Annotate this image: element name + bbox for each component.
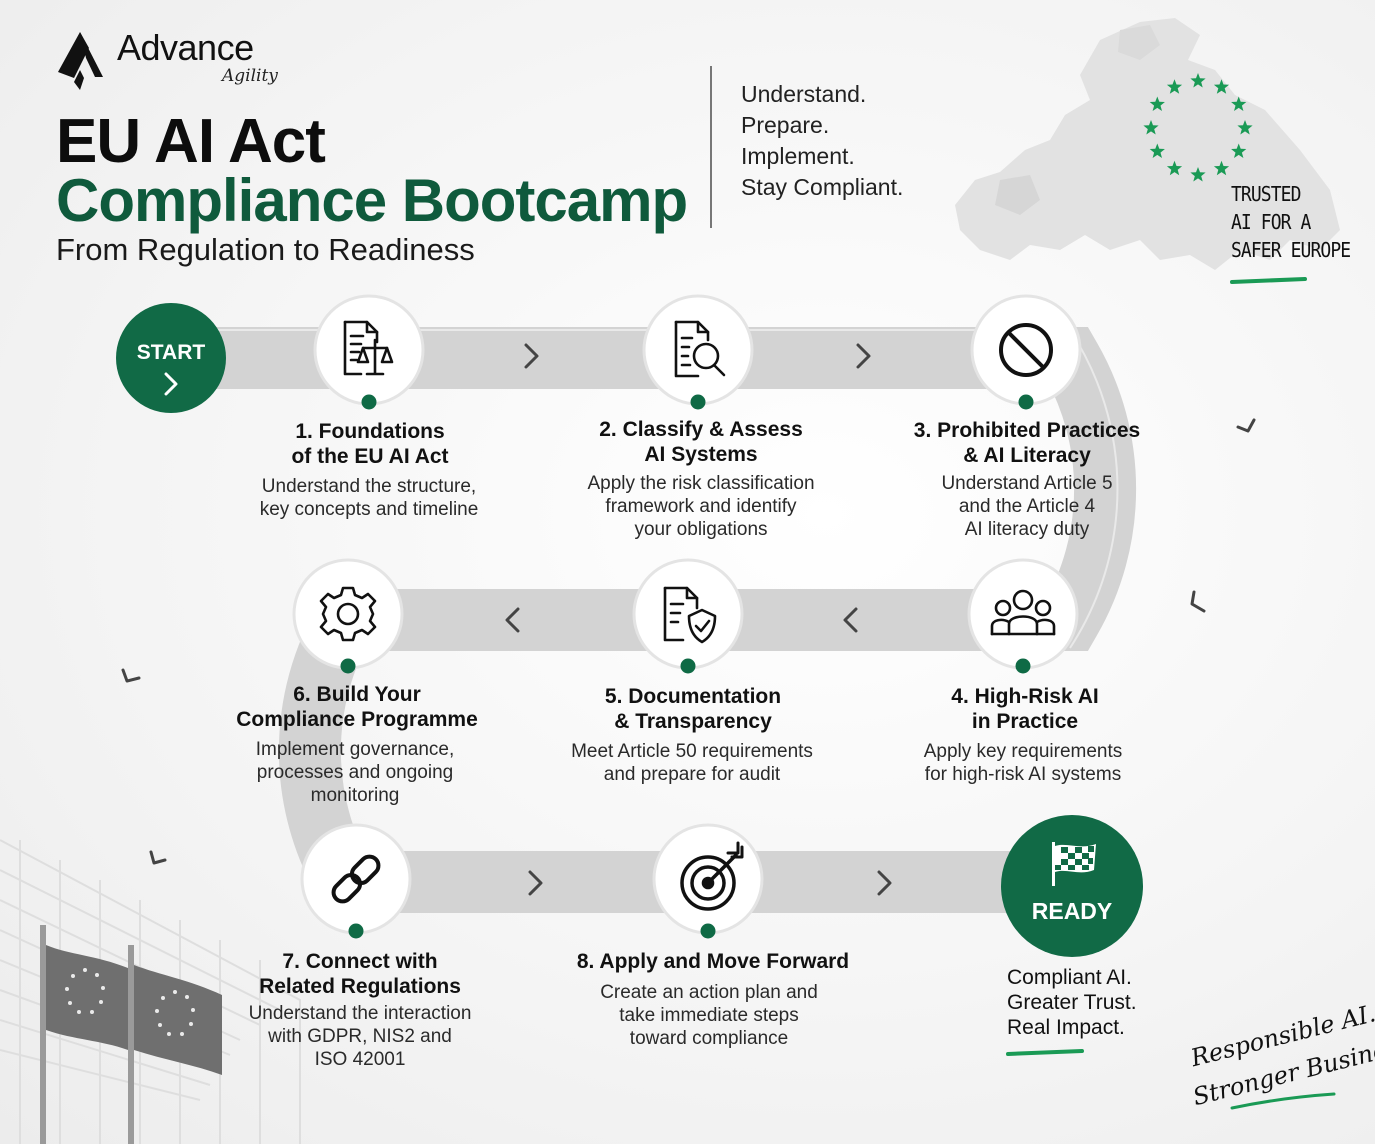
star-icon bbox=[1231, 96, 1247, 111]
brand-logo-icon bbox=[58, 32, 103, 90]
star-icon bbox=[1190, 167, 1206, 182]
step-7-dot bbox=[348, 923, 364, 939]
trusted-line: TRUSTED bbox=[1231, 182, 1301, 206]
step-1-description: Understand the structure,key concepts an… bbox=[259, 476, 479, 520]
brand-tagline: Agility bbox=[222, 66, 278, 86]
ready-underline bbox=[1006, 1049, 1084, 1056]
step-8-dot bbox=[700, 923, 716, 939]
chevron-right-icon bbox=[164, 372, 178, 396]
document-scales-icon bbox=[343, 320, 394, 376]
header-divider bbox=[710, 66, 712, 228]
link-icon bbox=[331, 854, 381, 904]
tagline-line: Stay Compliant. bbox=[741, 174, 904, 200]
eu-stars bbox=[1143, 73, 1253, 182]
star-icon bbox=[1190, 73, 1206, 88]
step-6-description: Implement governance,processes and ongoi… bbox=[255, 739, 455, 806]
chevron-down-icon bbox=[121, 668, 141, 683]
star-icon bbox=[1237, 120, 1253, 135]
chevron-right-icon bbox=[528, 870, 543, 896]
step-5-dot bbox=[680, 658, 696, 674]
page-subtitle: From Regulation to Readiness bbox=[56, 232, 475, 267]
star-icon bbox=[1213, 160, 1230, 176]
people-group-icon bbox=[990, 589, 1056, 636]
star-icon bbox=[1213, 79, 1230, 94]
step-3-title: 3. Prohibited Practices& AI Literacy bbox=[913, 419, 1141, 467]
star-icon bbox=[1166, 79, 1183, 94]
ready-line: Greater Trust. bbox=[1007, 991, 1137, 1014]
step-2-circle[interactable] bbox=[642, 294, 754, 406]
star-icon bbox=[1166, 160, 1183, 176]
flag-stars-group bbox=[65, 968, 195, 1036]
chevron-right-icon bbox=[524, 343, 539, 369]
step-5-circle[interactable] bbox=[632, 558, 744, 670]
star-icon bbox=[1149, 143, 1165, 158]
chevron-right-icon bbox=[877, 870, 892, 896]
chevron-left-icon bbox=[843, 607, 858, 633]
chevron-right-icon bbox=[856, 343, 871, 369]
ready-line: Compliant AI. bbox=[1007, 966, 1132, 989]
eu-flags bbox=[40, 925, 222, 1144]
tagline-line: Implement. bbox=[741, 143, 855, 169]
trusted-underline bbox=[1230, 277, 1307, 284]
page-title: EU AI Act bbox=[56, 107, 326, 176]
tagline-line: Prepare. bbox=[741, 112, 830, 138]
target-icon bbox=[680, 841, 744, 911]
document-shield-icon bbox=[663, 586, 717, 644]
start-badge[interactable] bbox=[116, 303, 226, 413]
chevron-left-icon bbox=[505, 607, 520, 633]
chevron-right-icon bbox=[149, 850, 167, 865]
trusted-line: SAFER EUROPE bbox=[1231, 238, 1351, 262]
signature-underline bbox=[1230, 1092, 1336, 1110]
step-3-dot bbox=[1018, 394, 1034, 410]
step-2-dot bbox=[690, 394, 706, 410]
step-1-circle[interactable] bbox=[313, 294, 425, 406]
page-title-accent: Compliance Bootcamp bbox=[56, 167, 688, 234]
ready-badge[interactable] bbox=[1001, 815, 1143, 957]
step-4-circle[interactable] bbox=[967, 558, 1079, 670]
step-8-title: 8. Apply and Move Forward bbox=[576, 950, 850, 973]
ready-line: Real Impact. bbox=[1007, 1016, 1125, 1039]
road-chevrons bbox=[121, 343, 1256, 896]
tagline-line: Understand. bbox=[741, 81, 867, 107]
europe-map-shape bbox=[955, 18, 1340, 270]
star-icon bbox=[1143, 120, 1159, 135]
checkered-flag-icon bbox=[1052, 842, 1096, 886]
chevron-down-icon bbox=[1236, 418, 1256, 433]
brand-name: Advance bbox=[117, 27, 254, 68]
step-6-dot bbox=[340, 658, 356, 674]
step-6-circle[interactable] bbox=[292, 558, 404, 670]
document-search-icon bbox=[674, 320, 726, 378]
star-icon bbox=[1231, 143, 1247, 158]
start-label[interactable]: START bbox=[136, 341, 206, 364]
step-4-dot bbox=[1015, 658, 1031, 674]
ready-label[interactable]: READY bbox=[1031, 898, 1113, 924]
step-5-title: 5. Documentation& Transparency bbox=[604, 685, 782, 733]
step-1-dot bbox=[361, 394, 377, 410]
prohibited-icon bbox=[999, 323, 1053, 377]
trusted-line: AI FOR A bbox=[1231, 210, 1311, 234]
gear-icon bbox=[319, 586, 377, 642]
chevron-left-icon bbox=[1190, 590, 1206, 613]
star-icon bbox=[1149, 96, 1165, 111]
